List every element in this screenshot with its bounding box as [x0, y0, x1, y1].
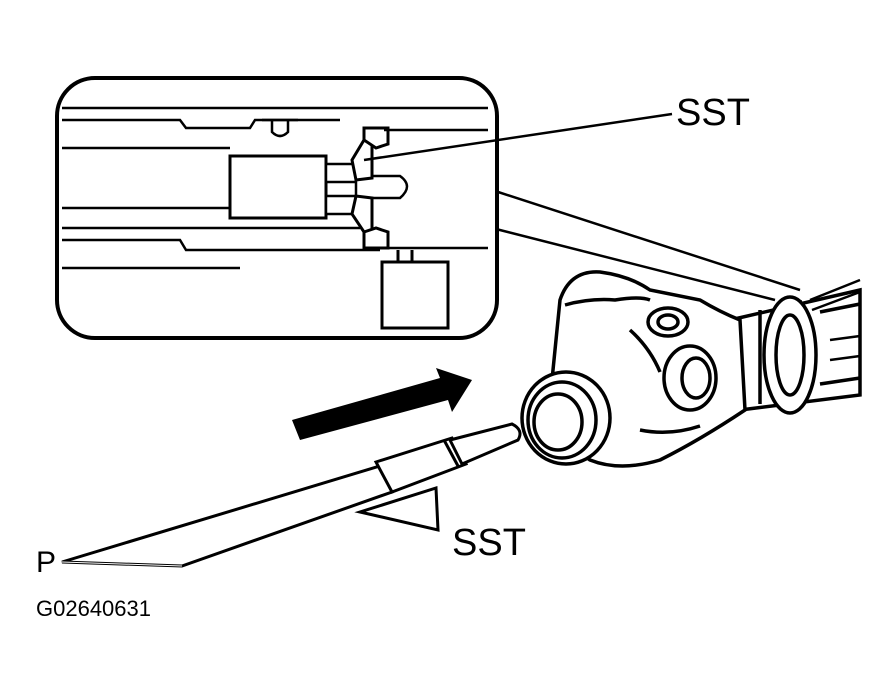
pipe-lines: [809, 278, 861, 362]
inner-rod: [228, 154, 328, 220]
sst-label-bottom: SST: [452, 522, 526, 564]
sst-label-top: SST: [676, 92, 750, 134]
tool-grip: [373, 436, 469, 494]
figure-code: G02640631: [36, 596, 151, 621]
p-leader: [61, 561, 183, 567]
rod-tip: [354, 174, 409, 200]
lower-port-block: [380, 250, 450, 330]
p-label: P: [36, 546, 57, 579]
sst-bottom-pointer: [354, 485, 440, 532]
insert-direction-arrow: [292, 368, 472, 440]
inset-detail: [55, 76, 499, 340]
tool-tip: [447, 422, 522, 466]
zoom-callout-lines: [491, 188, 801, 302]
steering-gear-housing: [520, 270, 862, 468]
upper-clip: [262, 118, 298, 138]
sst-top-leader: [363, 112, 673, 162]
